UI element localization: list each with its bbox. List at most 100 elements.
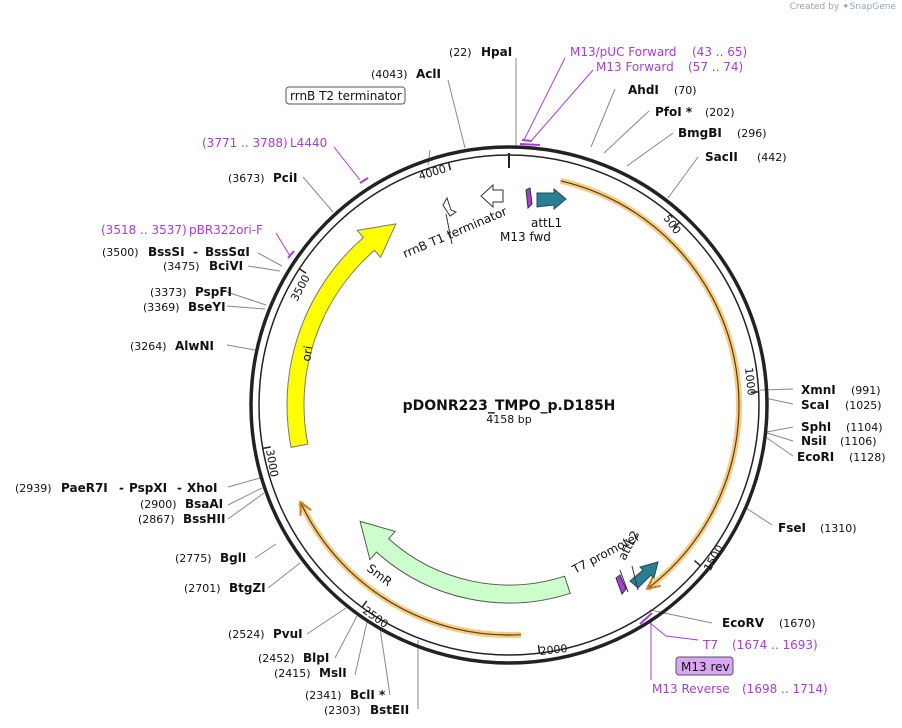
enzyme-ahdi[interactable]: AhdI (70) (628, 83, 697, 97)
orf-arc-right[interactable] (560, 177, 742, 592)
primer-l4440-name[interactable]: L4440 (290, 136, 327, 150)
enzyme-sacii-pos: (442) (757, 151, 787, 164)
primer-m13-forward-name[interactable]: M13 Forward (596, 60, 674, 74)
credit-prefix: Created by (789, 2, 840, 12)
rrnb-t2-feature-arrow[interactable] (442, 196, 458, 217)
ori-feature-arrow[interactable] (286, 223, 397, 448)
primer-m13-reverse-name[interactable]: M13 Reverse (652, 682, 730, 696)
enzyme-paer7i-name: PaeR7I (61, 481, 108, 495)
primer-t7-range: (1674 .. 1693) (732, 638, 818, 652)
enzyme-bcivi[interactable]: (3475) BciVI (163, 259, 243, 273)
enzyme-bsteii[interactable]: (2303) BstEII (324, 703, 409, 717)
enzyme-hpai-name: HpaI (481, 45, 512, 59)
snapgene-logo-icon: ✦ (842, 2, 850, 12)
enzyme-scai[interactable]: ScaI (1025) (801, 398, 882, 412)
tick-label-4000: 4000 (417, 162, 448, 183)
plasmid-name: pDONR223_TMPO_p.D185H (403, 398, 616, 414)
enzyme-paer7i[interactable]: (2939) PaeR7I - PspXI - XhoI (15, 481, 218, 495)
enzyme-bsssi[interactable]: (3500) BssSI - BssSαI (102, 245, 250, 259)
enzyme-xmni[interactable]: XmnI (991) (801, 383, 881, 397)
enzyme-separator: - (119, 481, 124, 495)
orf-arcs (297, 177, 742, 639)
enzyme-btgzi[interactable]: (2701) BtgZI (184, 581, 266, 595)
backbone-outer-ring (249, 145, 769, 665)
rrnb-t1-feature-arrow[interactable] (480, 183, 504, 209)
enzyme-nsii[interactable]: NsiI (1106) (801, 434, 877, 448)
enzyme-bcli-pos: (2341) (305, 689, 342, 702)
tick-label-3500: 3500 (288, 273, 313, 304)
enzyme-bsshii[interactable]: (2867) BssHII (138, 512, 225, 526)
enzyme-ahdi-pos: (70) (674, 84, 697, 97)
orf-arc-bottom-left[interactable] (299, 501, 522, 636)
enzyme-fsei-name: FseI (778, 521, 806, 535)
enzyme-hpai[interactable]: (22) HpaI (449, 45, 512, 59)
rrnb-t2-label: rrnB T2 terminator (290, 89, 402, 103)
enzyme-paer7i-pos: (2939) (15, 482, 52, 495)
attl1-label[interactable]: attL1 (531, 216, 562, 230)
enzyme-alwni-pos: (3264) (130, 340, 167, 353)
primer-m13puc-forward-name[interactable]: M13/pUC Forward (570, 45, 677, 59)
primer-m13puc-forward-range: (43 .. 65) (692, 45, 747, 59)
enzyme-sacii[interactable]: SacII (442) (705, 150, 787, 164)
enzyme-bgli[interactable]: (2775) BglI (175, 551, 246, 565)
enzyme-pcii[interactable]: (3673) PciI (228, 171, 298, 185)
tick-label-1000: 1000 (742, 367, 758, 396)
enzyme-pfoi[interactable]: PfoI * (202) (655, 105, 735, 119)
snapgene-credit: Created by ✦SnapGene (790, 2, 896, 12)
ori-label[interactable]: ori (299, 345, 315, 363)
m13-fwd-feature[interactable] (525, 187, 533, 210)
enzyme-acli[interactable]: (4043) AclI (371, 67, 441, 81)
enzyme-bsaai-name: BsaAI (185, 497, 223, 511)
primer-t7-name[interactable]: T7 (702, 638, 718, 652)
enzyme-bgli-name: BglI (220, 551, 246, 565)
attl1-feature-arrow[interactable] (536, 187, 567, 211)
enzyme-sphi-name: SphI (801, 420, 831, 434)
orf-arc-bottom-left-head (299, 500, 312, 516)
enzyme-bseyi[interactable]: (3369) BseYI (143, 300, 226, 314)
enzyme-bsaai[interactable]: (2900) BsaAI (140, 497, 223, 511)
tick-marks (262, 162, 759, 654)
enzyme-sacii-name: SacII (705, 150, 738, 164)
enzyme-pvui-name: PvuI (273, 627, 303, 641)
tick-mark-500 (673, 221, 681, 229)
enzyme-bcivi-name: BciVI (209, 259, 243, 273)
enzyme-ecorv[interactable]: EcoRV (1670) (722, 616, 816, 630)
enzyme-pspfi-name: PspFI (195, 285, 232, 299)
enzyme-pcii-pos: (3673) (228, 172, 265, 185)
enzyme-alwni[interactable]: (3264) AlwNI (130, 339, 214, 353)
enzyme-bmgbi[interactable]: BmgBI (296) (678, 126, 767, 140)
t7-promoter-stem (619, 569, 629, 593)
rrnb-t2-label-box[interactable]: rrnB T2 terminator (285, 86, 406, 105)
enzyme-bmgbi-name: BmgBI (678, 126, 722, 140)
m13-fwd-label[interactable]: M13 fwd (500, 230, 551, 244)
enzyme-pspfi[interactable]: (3373) PspFI (150, 285, 232, 299)
attl2-stem (631, 565, 639, 591)
enzyme-pvui[interactable]: (2524) PvuI (228, 627, 303, 641)
enzyme-bsteii-name: BstEII (370, 703, 409, 717)
enzyme-bsshii-name: BssHII (183, 512, 225, 526)
tick-mark-4000 (447, 162, 452, 171)
smr-feature-arrow[interactable] (359, 520, 571, 604)
enzyme-ecori[interactable]: EcoRI (1128) (797, 450, 886, 464)
primer-pbr322-name[interactable]: pBR322ori-F (189, 223, 263, 237)
enzyme-bcivi-pos: (3475) (163, 260, 200, 273)
enzyme-xmni-name: XmnI (801, 383, 836, 397)
enzyme-sphi-pos: (1104) (846, 421, 883, 434)
enzyme-xhoi-name: XhoI (187, 481, 218, 495)
enzyme-blpi[interactable]: (2452) BlpI (258, 651, 329, 665)
orf-arc-right[interactable] (560, 180, 740, 590)
enzyme-fsei[interactable]: FseI (1310) (778, 521, 857, 535)
tick-mark-3000 (262, 446, 271, 450)
enzyme-bcli[interactable]: (2341) BclI * (305, 688, 386, 702)
enzyme-msli[interactable]: (2415) MslI (274, 666, 347, 680)
enzyme-sphi[interactable]: SphI (1104) (801, 420, 883, 434)
enzyme-acli-name: AclI (416, 67, 441, 81)
rrnb-t1-stem (445, 213, 453, 245)
t7-promoter-feature[interactable] (615, 574, 627, 595)
enzyme-bgli-pos: (2775) (175, 552, 212, 565)
attl2-feature-arrow[interactable] (629, 561, 659, 589)
enzyme-nsii-name: NsiI (801, 434, 827, 448)
m13-rev-label-box[interactable]: M13 rev (675, 656, 734, 676)
enzyme-bmgbi-pos: (296) (737, 127, 767, 140)
